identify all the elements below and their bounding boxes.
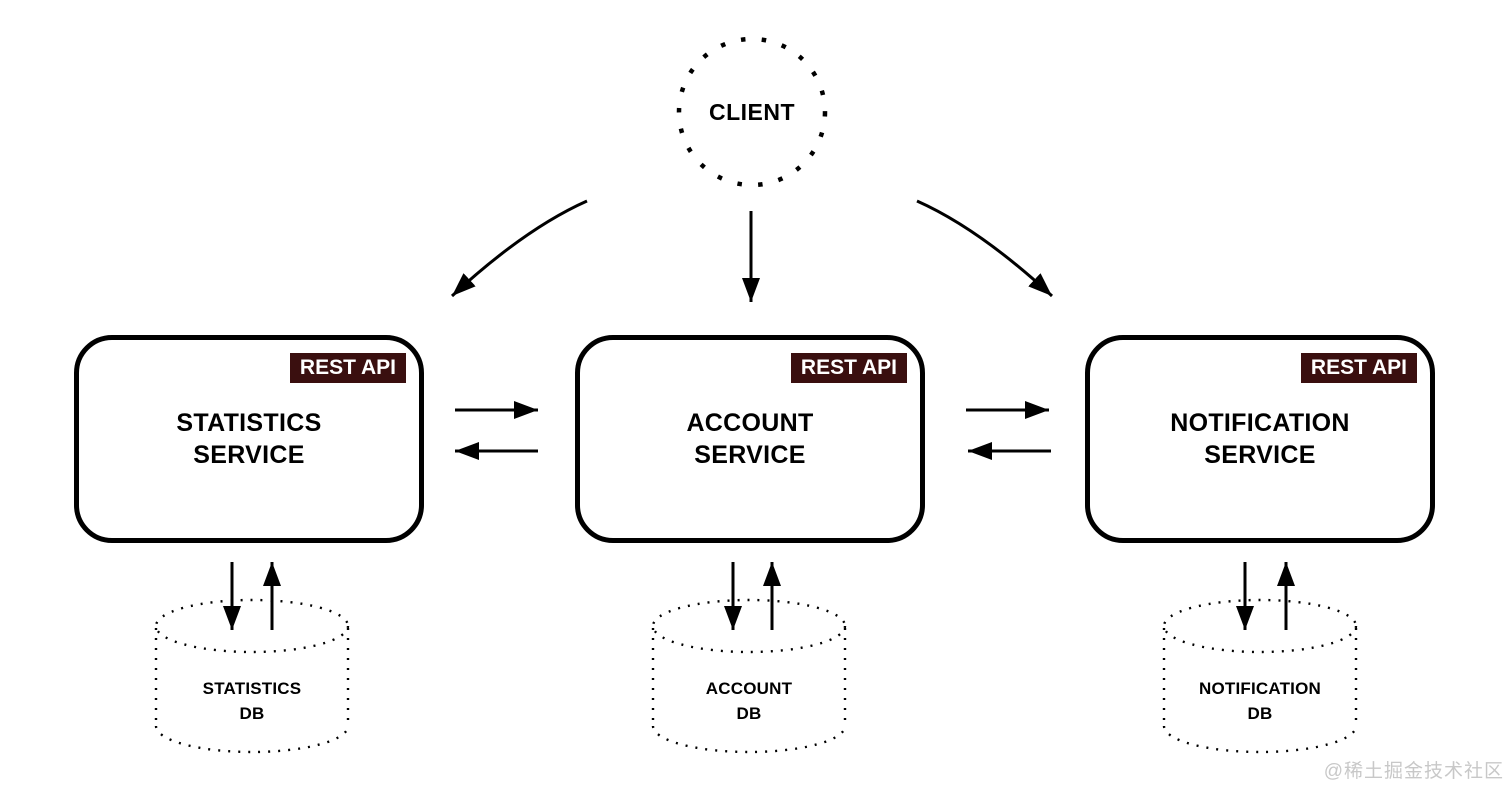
service-name-line1: NOTIFICATION bbox=[1170, 409, 1350, 437]
service-name-line2: SERVICE bbox=[694, 441, 806, 469]
client-label: CLIENT bbox=[708, 98, 796, 125]
db-label-line1: STATISTICS bbox=[202, 679, 302, 698]
db-label-line2: DB bbox=[1247, 704, 1273, 723]
db-label-notification: NOTIFICATION DB bbox=[1160, 676, 1360, 726]
arrow-client-to-statistics-service bbox=[450, 199, 588, 298]
service-box-notification: REST API NOTIFICATION SERVICE bbox=[1085, 335, 1435, 543]
db-label-line2: DB bbox=[239, 704, 265, 723]
service-name-line1: STATISTICS bbox=[176, 409, 322, 437]
db-cylinder-statistics bbox=[154, 598, 350, 754]
service-name-line2: SERVICE bbox=[1204, 441, 1316, 469]
db-label-line1: NOTIFICATION bbox=[1198, 679, 1321, 698]
rest-api-badge: REST API bbox=[289, 353, 406, 384]
service-name: STATISTICS SERVICE bbox=[79, 340, 419, 538]
service-name: ACCOUNT SERVICE bbox=[580, 340, 920, 538]
service-name-line2: SERVICE bbox=[193, 441, 305, 469]
db-label-line2: DB bbox=[736, 704, 762, 723]
db-cylinder-account bbox=[651, 598, 847, 754]
watermark: @稀土掘金技术社区 bbox=[1323, 761, 1504, 782]
client-circle bbox=[676, 36, 828, 188]
service-name: NOTIFICATION SERVICE bbox=[1090, 340, 1430, 538]
service-box-statistics: REST API STATISTICS SERVICE bbox=[74, 335, 424, 543]
service-box-account: REST API ACCOUNT SERVICE bbox=[575, 335, 925, 543]
db-cylinder-notification bbox=[1162, 598, 1358, 754]
db-label-statistics: STATISTICS DB bbox=[152, 676, 352, 726]
db-label-line1: ACCOUNT bbox=[705, 679, 793, 698]
rest-api-badge: REST API bbox=[790, 353, 907, 384]
db-label-account: ACCOUNT DB bbox=[649, 676, 849, 726]
service-name-line1: ACCOUNT bbox=[686, 409, 814, 437]
rest-api-badge: REST API bbox=[1300, 353, 1417, 384]
arrow-client-to-notification-service bbox=[916, 199, 1054, 298]
